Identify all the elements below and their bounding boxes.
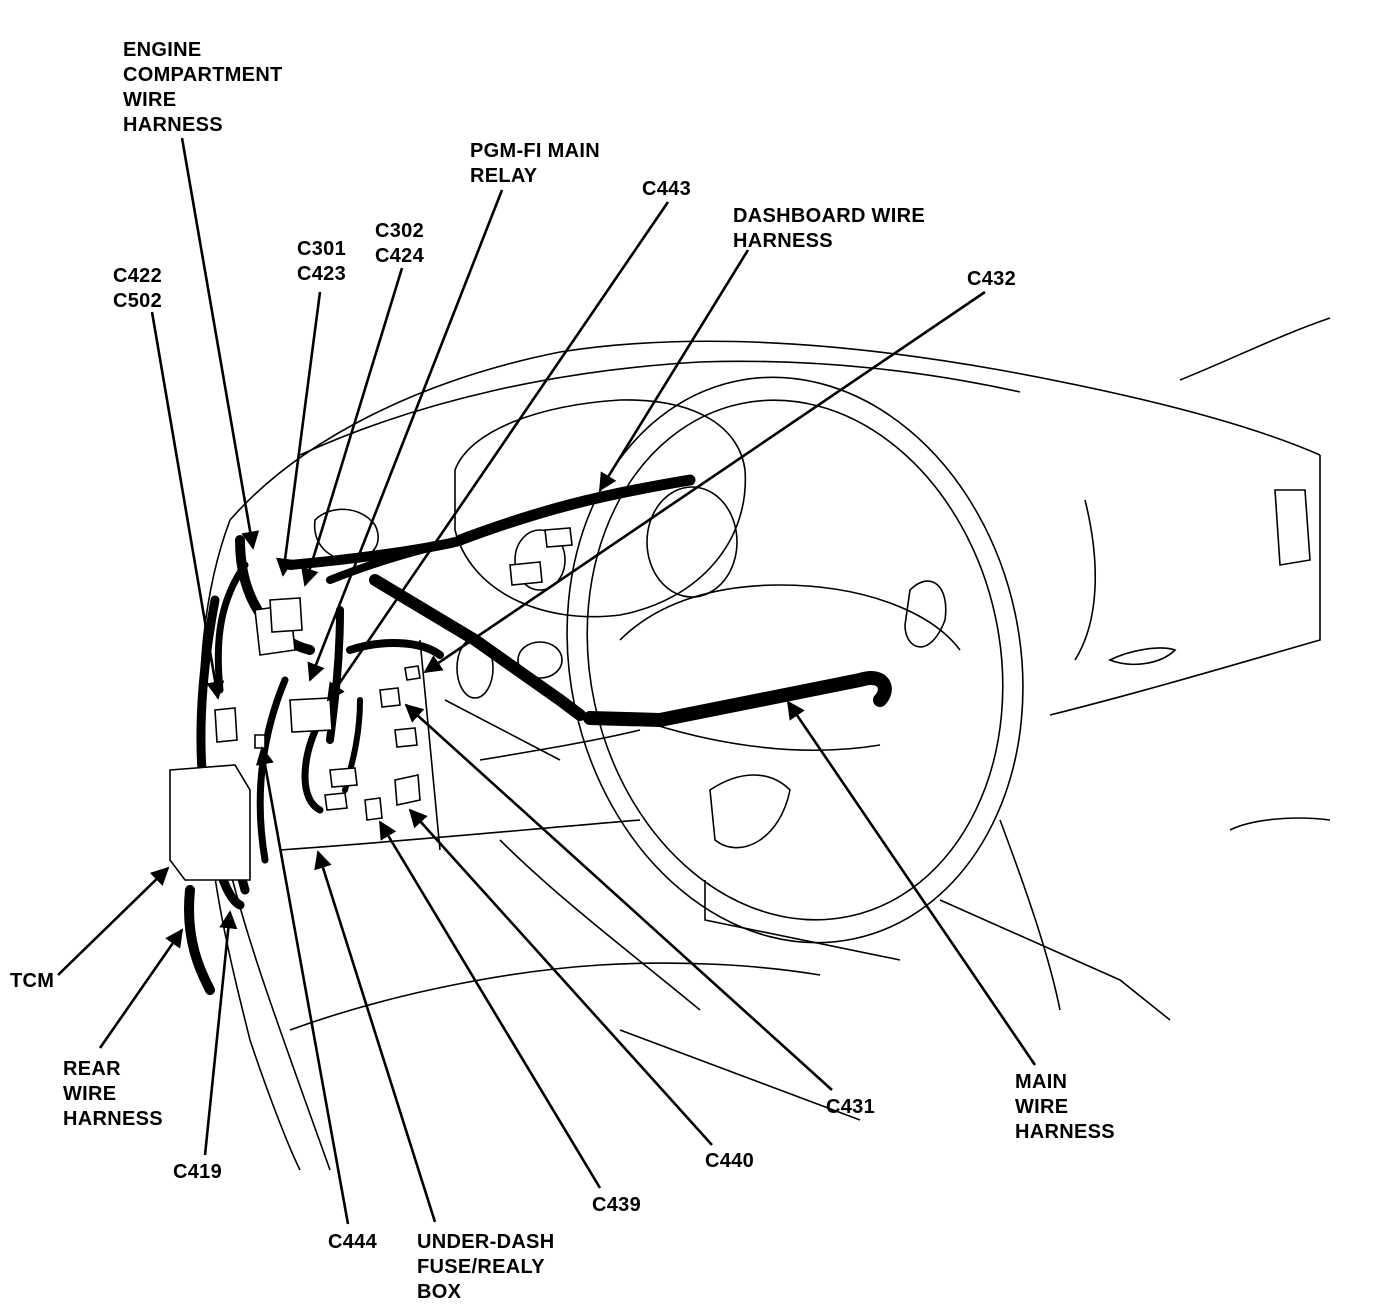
wire-harness-lines <box>184 474 892 995</box>
label-c443: C443 <box>642 178 692 200</box>
label-c440: C440 <box>705 1150 755 1172</box>
label-tcm: TCM <box>10 970 55 992</box>
leader-lines <box>57 137 1037 1225</box>
label-c431: C431 <box>826 1096 876 1118</box>
label-c444: C444 <box>328 1231 378 1253</box>
label-c419: C419 <box>173 1161 223 1183</box>
label-c432: C432 <box>967 268 1017 290</box>
connector-blocks <box>169 527 573 881</box>
steering-wheel <box>566 376 1024 944</box>
label-c439: C439 <box>592 1194 642 1216</box>
dashboard-outline <box>199 317 1331 1171</box>
